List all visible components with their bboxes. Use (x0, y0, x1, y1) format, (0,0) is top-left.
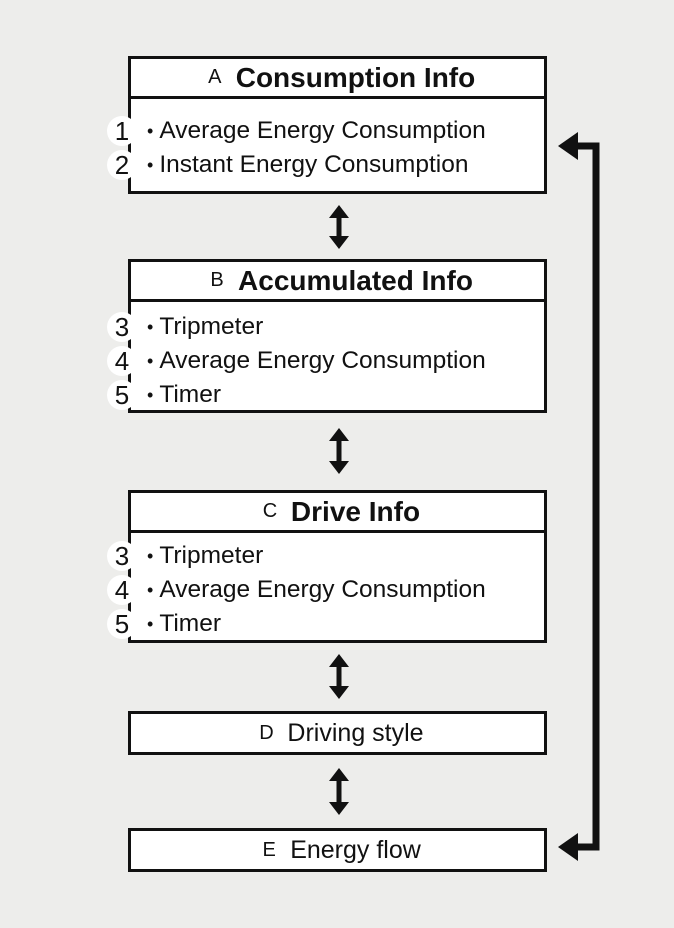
item-number: 1 (107, 116, 137, 146)
bullet: • (147, 613, 154, 634)
item-label: Tripmeter (159, 542, 264, 569)
item-number: 3 (107, 541, 137, 571)
double-arrow-icon (329, 428, 349, 474)
bullet: • (147, 120, 154, 141)
item-label: Average Energy Consumption (159, 347, 486, 374)
box-content: E Energy flow (131, 831, 544, 869)
item-number: 3 (107, 312, 137, 342)
box-title: Drive Info (290, 495, 421, 527)
bullet: • (147, 154, 154, 175)
item-label: Timer (159, 381, 222, 408)
list-item: 1 • Average Energy Consumption (107, 114, 486, 148)
double-arrow-icon (329, 654, 349, 699)
item-number: 5 (107, 380, 137, 410)
item-label: Average Energy Consumption (159, 576, 486, 603)
box-header: C Drive Info (131, 493, 544, 533)
double-arrow-icon (329, 205, 349, 249)
box-driving-style: D Driving style (128, 711, 547, 755)
item-number: 4 (107, 346, 137, 376)
box-letter: B (202, 265, 233, 296)
list-item: 5 • Timer (107, 607, 221, 641)
list-item: 4 • Average Energy Consumption (107, 573, 486, 607)
list-item: 3 • Tripmeter (107, 539, 263, 573)
box-header: B Accumulated Info (131, 262, 544, 302)
box-label: Energy flow (290, 835, 421, 864)
item-number: 2 (107, 150, 137, 180)
box-label: Driving style (287, 718, 424, 747)
list-item: 2 • Instant Energy Consumption (107, 148, 468, 182)
item-label: Average Energy Consumption (159, 117, 486, 144)
item-label: Instant Energy Consumption (159, 151, 469, 178)
box-letter: E (254, 835, 285, 865)
bullet: • (147, 384, 154, 405)
loop-arrow-icon (558, 132, 600, 861)
item-label: Timer (159, 610, 222, 637)
item-number: 5 (107, 609, 137, 639)
box-energy-flow: E Energy flow (128, 828, 547, 872)
bullet: • (147, 545, 154, 566)
box-letter: A (199, 62, 230, 93)
box-title: Consumption Info (235, 61, 476, 93)
box-drive-info: C Drive Info 3 • Tripmeter 4 • Average E… (107, 490, 547, 643)
list-item: 4 • Average Energy Consumption (107, 344, 486, 378)
box-consumption-info: A Consumption Info 1 • Average Energy Co… (107, 56, 547, 194)
bullet: • (147, 579, 154, 600)
list-item: 5 • Timer (107, 378, 221, 412)
box-title: Accumulated Info (238, 264, 473, 296)
box-letter: D (251, 718, 282, 748)
item-label: Tripmeter (159, 313, 264, 340)
box-header: A Consumption Info (131, 59, 544, 99)
box-accumulated-info: B Accumulated Info 3 • Tripmeter 4 • Ave… (107, 259, 547, 413)
item-number: 4 (107, 575, 137, 605)
box-letter: C (254, 496, 285, 527)
bullet: • (147, 316, 154, 337)
bullet: • (147, 350, 154, 371)
box-content: D Driving style (131, 714, 544, 752)
list-item: 3 • Tripmeter (107, 310, 263, 344)
double-arrow-icon (329, 768, 349, 815)
